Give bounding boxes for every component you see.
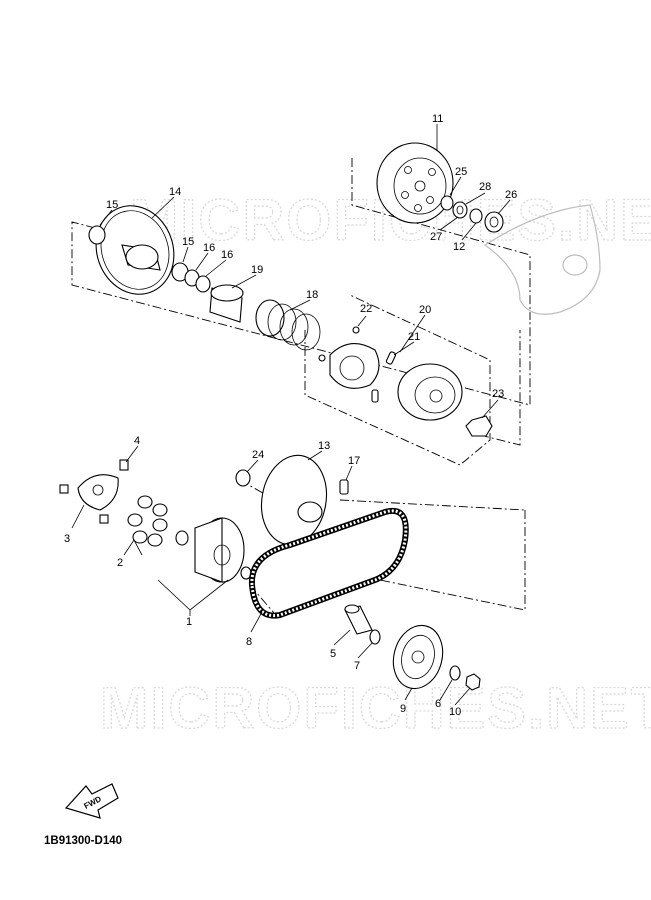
callout-16-a: 16 <box>203 242 215 254</box>
part-5-7-collar-washer <box>344 604 381 645</box>
watermark-bottom: MICROFICHES.NET <box>100 676 651 741</box>
part-20-clutch-carrier <box>329 343 463 421</box>
crankcase-cover-background <box>483 204 601 315</box>
part-11-clutch-housing <box>376 142 454 224</box>
part-25-27-12-26-washers <box>440 195 504 233</box>
part-14-fixed-sheave <box>95 205 175 295</box>
callout-7: 7 <box>354 660 360 672</box>
part-23-nut <box>465 415 493 437</box>
callout-11: 11 <box>432 113 443 125</box>
callout-24: 24 <box>252 449 264 461</box>
assembly-outline-lines <box>71 158 531 621</box>
part-13-sliding-sheave <box>260 454 328 546</box>
callout-6: 6 <box>435 698 441 710</box>
part-8-v-belt <box>248 507 409 619</box>
fwd-arrow: FWD <box>64 783 119 819</box>
callout-12: 12 <box>453 241 465 253</box>
part-9-primary-fixed-sheave-fan <box>392 624 444 690</box>
callout-27: 27 <box>430 231 442 243</box>
callout-8: 8 <box>246 636 252 648</box>
callout-19: 19 <box>251 264 263 276</box>
callout-14: 14 <box>169 186 181 198</box>
part-10-nut <box>465 673 481 691</box>
part-18-compression-spring <box>255 299 321 351</box>
part-19-guide-sleeve <box>209 284 244 323</box>
part-15-16-orings <box>171 262 211 293</box>
part-21-22-springs-pins <box>318 326 397 403</box>
callout-15-center: 15 <box>182 236 194 248</box>
callout-10: 10 <box>449 706 461 718</box>
callout-18: 18 <box>306 289 318 301</box>
part-3-4-slider-cam <box>59 459 129 524</box>
part-17-guide-pin <box>339 479 349 495</box>
callout-23: 23 <box>492 388 504 400</box>
callout-leader-lines <box>71 124 511 706</box>
callout-3: 3 <box>64 533 70 545</box>
callout-5: 5 <box>330 648 336 660</box>
part-6-washer <box>449 665 461 681</box>
callout-4: 4 <box>134 435 140 447</box>
callout-9: 9 <box>400 703 406 715</box>
callout-1: 1 <box>186 616 192 628</box>
callout-15-left: 15 <box>106 199 118 211</box>
callout-numbers: 11 15 14 15 16 16 19 18 25 28 26 27 12 2… <box>64 113 517 718</box>
part-24-oil-seal <box>235 469 251 487</box>
callout-26: 26 <box>505 189 517 201</box>
part-1-movable-sheave <box>175 517 252 583</box>
part-15-oil-seal-left <box>88 225 106 245</box>
callout-17: 17 <box>348 455 360 467</box>
callout-21: 21 <box>408 331 420 343</box>
callout-20: 20 <box>419 304 431 316</box>
callout-22: 22 <box>360 303 372 315</box>
diagram-code: 1B91300-D140 <box>44 835 123 847</box>
part-2-roller-weights <box>127 495 168 547</box>
callout-28: 28 <box>479 181 491 193</box>
callout-2: 2 <box>117 557 123 569</box>
callout-16-b: 16 <box>221 249 233 261</box>
callout-25: 25 <box>455 166 467 178</box>
callout-13: 13 <box>318 440 330 452</box>
